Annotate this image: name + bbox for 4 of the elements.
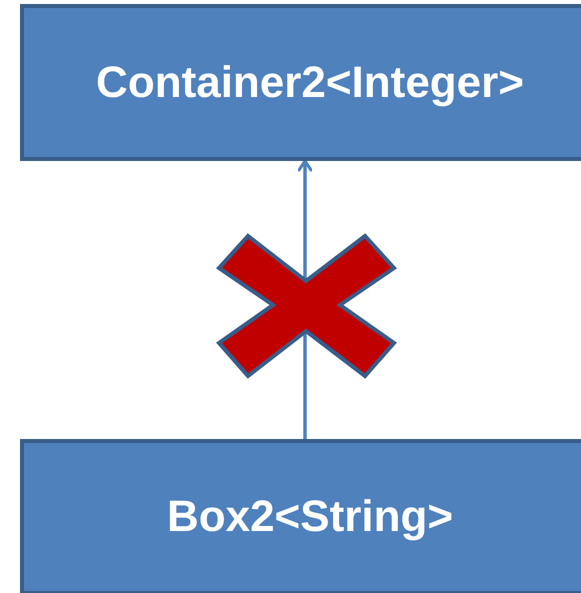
class-name: Container2<Integer> [96, 58, 524, 108]
class-name: Box2<String> [166, 492, 454, 542]
class-box [20, 4, 581, 161]
class-box [20, 439, 581, 593]
